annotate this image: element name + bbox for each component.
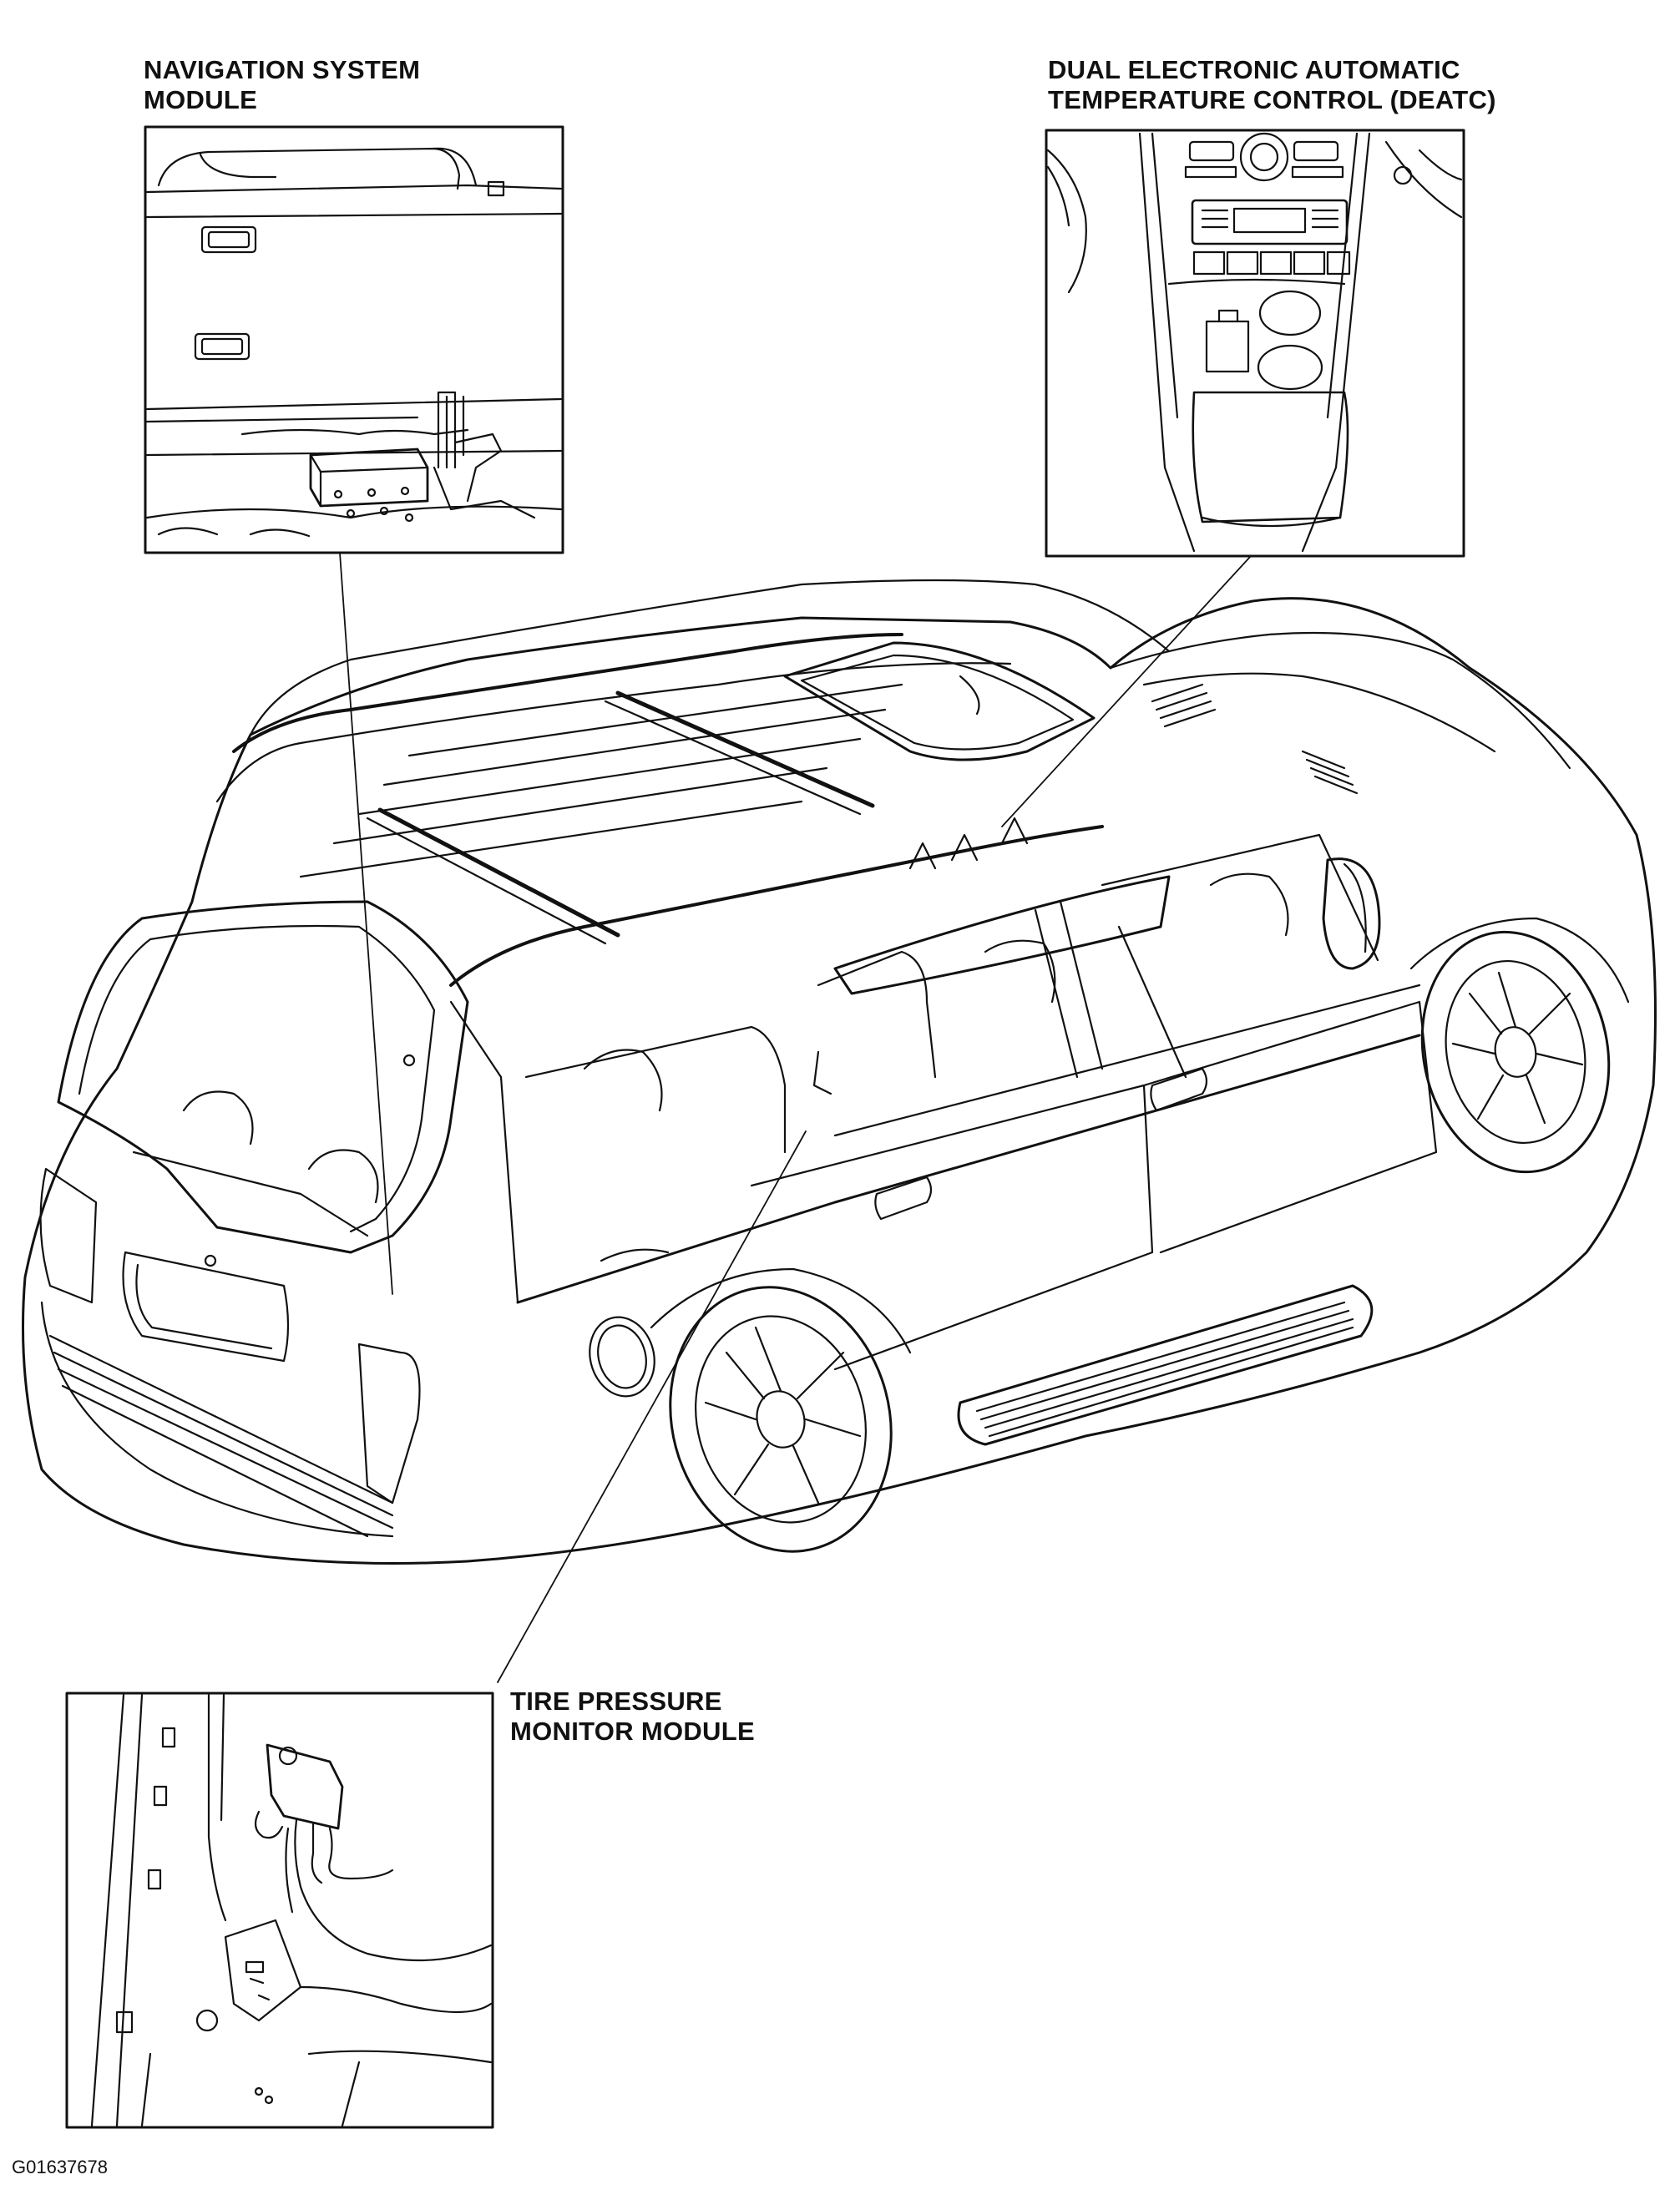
figure-id: G01637678: [12, 2157, 108, 2177]
tpms-label-line-1: TIRE PRESSURE: [510, 1687, 722, 1716]
deatc-label-line-2: TEMPERATURE CONTROL (DEATC): [1048, 85, 1496, 114]
deatc-label-line-1: DUAL ELECTRONIC AUTOMATIC: [1048, 55, 1460, 84]
navigation-label-line-1: NAVIGATION SYSTEM: [144, 55, 421, 84]
tpms-inset: [67, 1693, 493, 2127]
leader-lines: [340, 553, 1251, 1682]
deatc-inset: [1046, 130, 1464, 556]
navigation-system-module-label: NAVIGATION SYSTEM MODULE: [144, 55, 420, 115]
front-wheel: [1400, 914, 1630, 1189]
navigation-label-line-2: MODULE: [144, 85, 258, 114]
rear-wheel: [641, 1262, 920, 1576]
tpms-label-line-2: MONITOR MODULE: [510, 1717, 755, 1746]
navigation-module-inset: [145, 127, 563, 553]
vehicle-illustration: [23, 580, 1656, 1576]
deatc-label: DUAL ELECTRONIC AUTOMATIC TEMPERATURE CO…: [1048, 55, 1496, 115]
tire-pressure-monitor-module-label: TIRE PRESSURE MONITOR MODULE: [510, 1687, 755, 1747]
